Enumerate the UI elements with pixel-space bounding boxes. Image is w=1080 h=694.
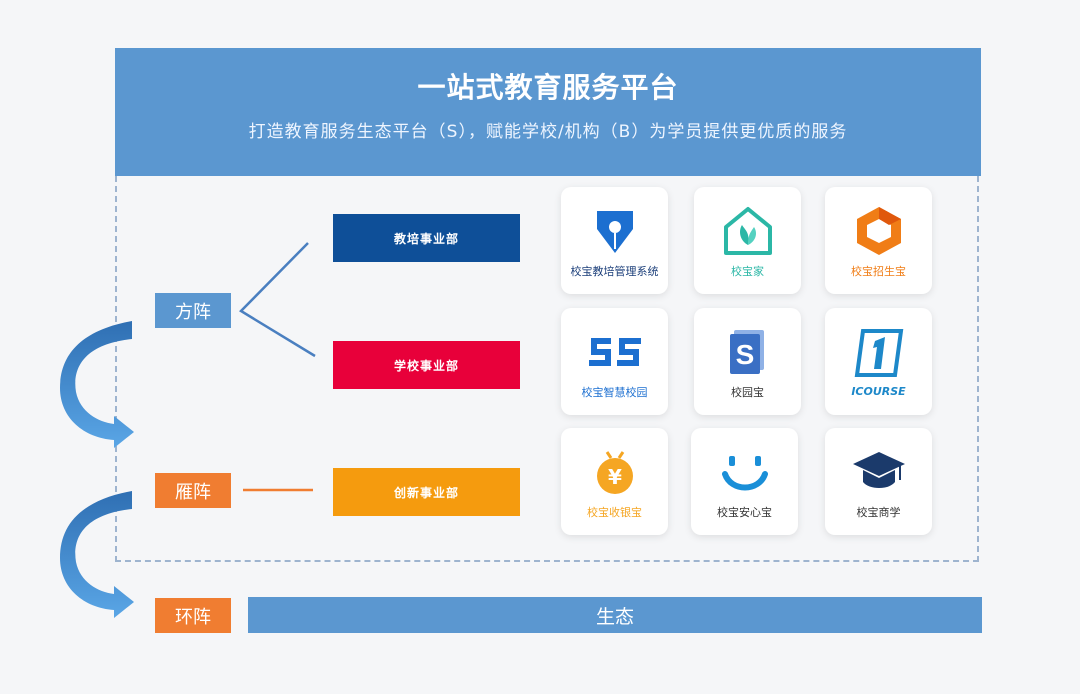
one-logo-icon [854, 329, 903, 377]
yuan-coin-icon: ¥ [596, 450, 633, 494]
product-card-xiaobaojia[interactable]: 校宝家 [694, 187, 801, 294]
curved-arrow-1 [60, 321, 134, 448]
platform-dashed-frame [115, 176, 979, 562]
product-label: 校宝商学 [856, 505, 901, 519]
product-card-zhaoshengbao[interactable]: 校宝招生宝 [825, 187, 932, 294]
curved-arrow-2 [60, 491, 134, 618]
tag-huanzhen: 环阵 [155, 598, 231, 633]
s-book-icon: S [729, 329, 764, 374]
header-banner [115, 48, 981, 176]
pen-nib-icon [596, 210, 633, 253]
product-card-zhihui-xiaoyuan[interactable]: 校宝智慧校园 [561, 308, 668, 415]
product-card-shouyinbao[interactable]: ¥ 校宝收银宝 [561, 428, 668, 535]
house-leaf-icon [723, 206, 772, 255]
tag-yanzhen: 雁阵 [155, 473, 231, 508]
svg-text:S: S [735, 339, 754, 370]
product-label: ICOURSE [851, 385, 906, 398]
dept-chuangxin: 创新事业部 [333, 468, 520, 516]
page-subtitle: 打造教育服务生态平台（S），赋能学校/机构（B）为学员提供更优质的服务 [248, 122, 848, 142]
product-card-jiaopei-system[interactable]: 校宝教培管理系统 [561, 187, 668, 294]
product-card-icourse[interactable]: ICOURSE [825, 308, 932, 415]
product-label: 校宝收银宝 [587, 505, 642, 519]
dept-jiaopei: 教培事业部 [333, 214, 520, 262]
product-label: 校宝教培管理系统 [570, 264, 659, 278]
product-card-anxinbao[interactable]: 校宝安心宝 [691, 428, 798, 535]
product-card-xiaoyuanbao[interactable]: S 校园宝 [694, 308, 801, 415]
ecosystem-bar: 生态 [248, 597, 982, 633]
product-label: 校宝智慧校园 [581, 385, 648, 399]
dept-xuexiao: 学校事业部 [333, 341, 520, 389]
product-label: 校宝安心宝 [717, 505, 772, 519]
branch-line-jiaopei [239, 242, 316, 358]
tag-fangzhen: 方阵 [155, 293, 231, 328]
product-label: 校宝招生宝 [851, 264, 906, 278]
product-label: 校宝家 [731, 264, 764, 278]
svg-text:¥: ¥ [608, 465, 622, 489]
product-card-shangxue[interactable]: 校宝商学 [825, 428, 932, 535]
page-title: 一站式教育服务平台 [417, 71, 679, 104]
product-label: 校园宝 [731, 385, 764, 399]
smile-icon [721, 455, 768, 490]
ss-logo-icon [588, 337, 641, 366]
hexagon-icon [856, 206, 901, 255]
graduation-cap-icon [852, 451, 905, 488]
